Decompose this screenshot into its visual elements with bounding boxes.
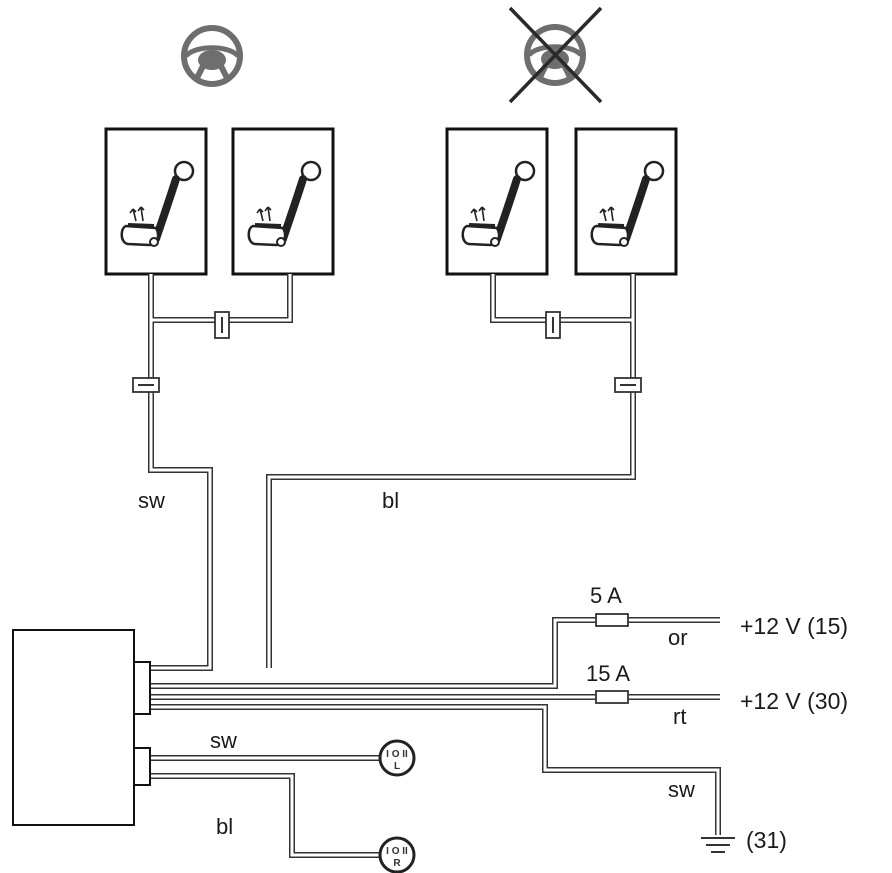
wire-label-black-ground: sw (668, 777, 695, 802)
heated-seat-icon (106, 129, 206, 274)
switch-side-label: L (394, 761, 400, 772)
fuse-15a (595, 690, 629, 704)
steering-wheel-icon (181, 25, 243, 87)
connector (214, 311, 230, 339)
wire-label-black-switch: sw (210, 728, 237, 753)
wire-label-orange: or (668, 625, 688, 650)
wire-label-red: rt (673, 704, 686, 729)
wire-label-blue-switch: bl (216, 814, 233, 839)
connector (132, 377, 160, 393)
fuse-label-5a: 5 A (590, 583, 622, 608)
heated-seat-icon (447, 129, 547, 274)
heated-seat-icon (233, 129, 333, 274)
switch-positions-label: I O II (386, 846, 408, 857)
wire-harness (140, 274, 721, 858)
connector (614, 377, 642, 393)
switch-positions-label: I O II (386, 749, 408, 760)
fuse-5a (595, 613, 629, 627)
wire-label-black: sw (138, 488, 165, 513)
ground-symbol (701, 837, 735, 853)
heated-seat-icon (576, 129, 676, 274)
wire-label-blue: bl (382, 488, 399, 513)
power-label-battery: +12 V (30) (740, 688, 848, 714)
fuse-label-15a: 15 A (586, 661, 630, 686)
power-label-ignition: +12 V (15) (740, 613, 848, 639)
steering-wheel-crossed-icon (508, 6, 603, 104)
seat-switch-left[interactable]: I O II L (378, 739, 416, 777)
connector (545, 311, 561, 339)
ground-label: (31) (746, 827, 787, 853)
control-unit (12, 629, 151, 826)
seat-switch-right[interactable]: I O II R (378, 836, 416, 873)
switch-side-label: R (393, 858, 401, 869)
